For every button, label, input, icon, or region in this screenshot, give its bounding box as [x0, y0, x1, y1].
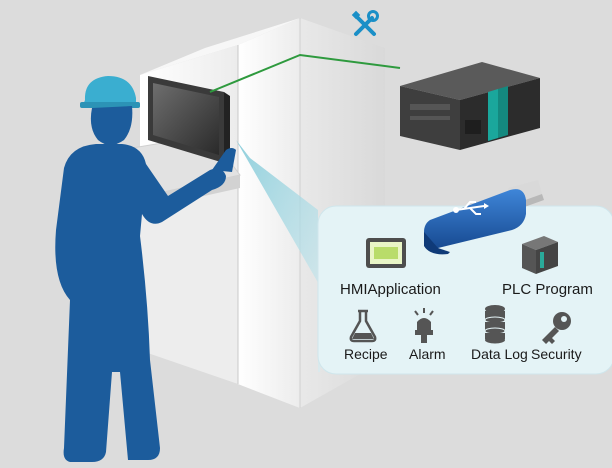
hmi-application-label: HMIApplication: [340, 281, 441, 298]
plc-program-label: PLC Program: [502, 281, 593, 298]
alarm-light-icon: [414, 308, 434, 343]
security-label: Security: [531, 346, 582, 362]
database-icon: [484, 305, 506, 344]
helmet: [82, 76, 136, 108]
plc-module-device: [400, 62, 540, 150]
data-log-label: Data Log: [471, 346, 528, 362]
hmi-panel-device: [148, 76, 230, 165]
worker-figure: [55, 76, 236, 462]
recipe-label: Recipe: [344, 346, 388, 362]
hmi-screen-icon: [366, 238, 406, 268]
key-icon: [542, 312, 571, 344]
usb-drive: [424, 180, 544, 255]
plc-module-icon: [522, 236, 558, 274]
tools-icon: [351, 10, 379, 36]
alarm-label: Alarm: [409, 346, 446, 362]
link-line: [209, 53, 401, 93]
flask-icon: [349, 309, 377, 343]
